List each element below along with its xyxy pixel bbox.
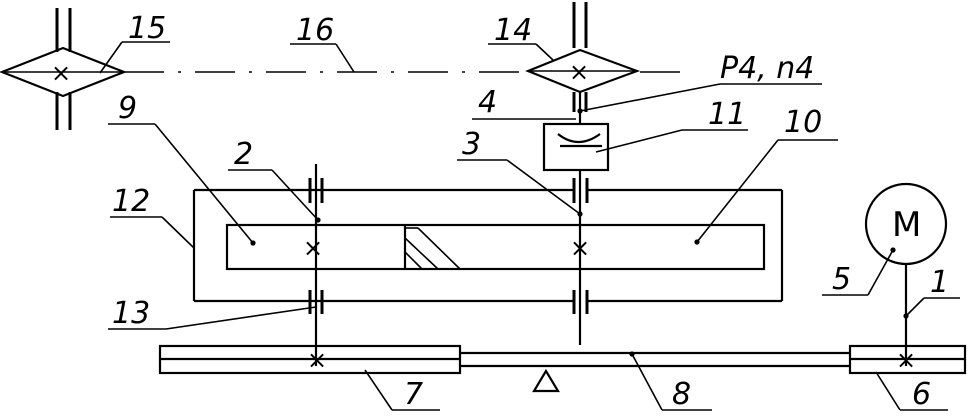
leader-lines (99, 41, 960, 411)
coupling-11-box (542, 122, 610, 172)
gear-9-x-mark: × (303, 234, 323, 262)
label-2: 2 (234, 137, 253, 172)
label-6: 6 (912, 377, 931, 412)
leader-3 (506, 159, 581, 215)
label-5: 5 (832, 262, 851, 297)
leader-12 (161, 216, 195, 249)
label-10: 10 (784, 105, 822, 140)
leader-2 (271, 169, 319, 221)
label-1: 1 (930, 265, 949, 300)
hatch-3 (417, 227, 461, 270)
leader-6 (875, 371, 901, 411)
leader-9 (154, 123, 254, 244)
leader-8 (631, 353, 663, 411)
hatch-2 (404, 251, 423, 270)
gears-outline (225, 223, 766, 271)
belt-drive: × × (158, 344, 967, 393)
label-14: 14 (494, 13, 532, 48)
label-16: 16 (296, 13, 334, 48)
leader-11 (595, 129, 683, 153)
leader-10 (696, 139, 779, 243)
label-8: 8 (672, 377, 691, 412)
label-12: 12 (112, 184, 150, 219)
label-power-speed: P4, n4 (720, 51, 814, 86)
chain-drive: × × (0, 2, 690, 130)
leader-14 (535, 43, 554, 61)
hatch-1 (404, 237, 439, 270)
part-labels: 15 16 14 P4, n4 4 11 10 3 9 2 12 13 5 1 … (112, 11, 949, 412)
sprocket-14-x-mark: × (569, 58, 589, 86)
label-3: 3 (462, 127, 481, 162)
leader-16 (335, 43, 355, 73)
sprocket-15-x-mark: × (51, 59, 71, 87)
label-9: 9 (118, 91, 137, 126)
leader-1 (905, 297, 925, 317)
leader-7 (364, 369, 393, 411)
gear-10-x-mark: × (570, 234, 590, 262)
label-4: 4 (478, 85, 497, 120)
leader-13 (165, 306, 317, 330)
leader-15 (99, 41, 123, 74)
gearbox-housing-12 (192, 178, 784, 314)
motor-symbol: M (892, 205, 921, 245)
pulley-7-x-mark: × (307, 346, 327, 374)
label-15: 15 (128, 11, 166, 46)
electric-motor: M (864, 182, 948, 366)
coupling-11-cup (557, 133, 601, 144)
label-13: 13 (112, 296, 150, 331)
pulley-6-x-mark: × (896, 346, 916, 374)
label-7: 7 (404, 377, 423, 412)
leader-p4n4 (579, 83, 721, 112)
output-shaft (542, 92, 610, 345)
gear-pair: × × (225, 217, 766, 271)
triangle-support-icon (532, 368, 560, 393)
leader-5 (867, 249, 894, 296)
label-11: 11 (708, 97, 746, 132)
